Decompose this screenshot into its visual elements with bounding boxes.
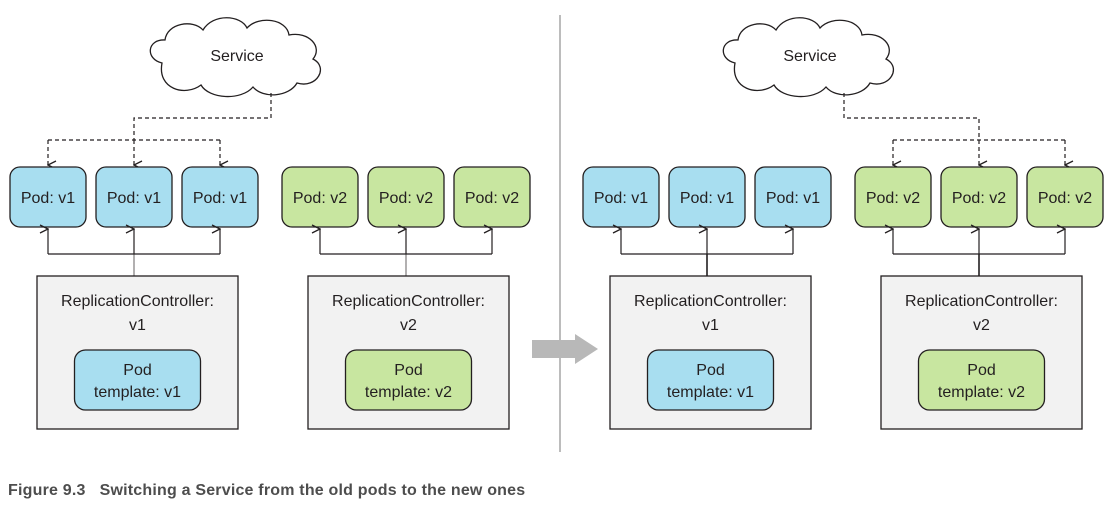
service-selector-lines — [843, 93, 1065, 165]
controller-pod-links — [893, 229, 1065, 276]
template-line-1: Pod — [123, 362, 151, 379]
controller-pod-links — [48, 229, 220, 276]
pod-v2: Pod: v2 — [1026, 166, 1104, 228]
template-line-2: template: v2 — [365, 384, 452, 401]
controller-title: ReplicationController: — [61, 293, 214, 310]
caption-text: Switching a Service from the old pods to… — [99, 482, 526, 499]
pod-template-v2: Pod template: v2 — [344, 349, 473, 411]
transition-arrow — [532, 334, 598, 364]
controller-title: ReplicationController: — [332, 293, 485, 310]
controller-pod-links — [621, 229, 793, 276]
pod-label: Pod: v2 — [465, 190, 519, 207]
pod-v1: Pod: v1 — [95, 166, 173, 228]
controller-pod-links — [320, 229, 492, 276]
pod-v2: Pod: v2 — [453, 166, 531, 228]
service-label: Service — [210, 48, 263, 65]
template-line-2: template: v1 — [94, 384, 181, 401]
pod-template-v1: Pod template: v1 — [646, 349, 775, 411]
pod-label: Pod: v1 — [193, 190, 247, 207]
service-cloud: Service — [722, 17, 894, 98]
pod-label: Pod: v2 — [866, 190, 920, 207]
template-line-1: Pod — [967, 362, 995, 379]
pod-label: Pod: v1 — [107, 190, 161, 207]
controller-version: v1 — [129, 317, 146, 334]
pod-v2: Pod: v2 — [367, 166, 445, 228]
template-line-1: Pod — [394, 362, 422, 379]
service-cloud: Service — [149, 17, 321, 98]
pod-v2: Pod: v2 — [854, 166, 932, 228]
pod-v1: Pod: v1 — [754, 166, 832, 228]
pod-v2: Pod: v2 — [281, 166, 359, 228]
figure-caption: Figure 9.3 Switching a Service from the o… — [8, 482, 525, 500]
service-label: Service — [783, 48, 836, 65]
pod-template-v1: Pod template: v1 — [73, 349, 202, 411]
pod-label: Pod: v1 — [21, 190, 75, 207]
controller-title: ReplicationController: — [634, 293, 787, 310]
pod-label: Pod: v2 — [293, 190, 347, 207]
pod-v1: Pod: v1 — [181, 166, 259, 228]
pod-label: Pod: v1 — [594, 190, 648, 207]
pod-label: Pod: v1 — [766, 190, 820, 207]
pod-v1: Pod: v1 — [582, 166, 660, 228]
controller-version: v1 — [702, 317, 719, 334]
template-line-2: template: v1 — [667, 384, 754, 401]
pod-label: Pod: v2 — [1038, 190, 1092, 207]
pod-v1: Pod: v1 — [668, 166, 746, 228]
controller-version: v2 — [973, 317, 990, 334]
figure-number: Figure 9.3 — [8, 482, 86, 499]
pod-label: Pod: v2 — [379, 190, 433, 207]
pod-v1: Pod: v1 — [9, 166, 87, 228]
service-selector-lines — [48, 93, 272, 165]
controller-title: ReplicationController: — [905, 293, 1058, 310]
pod-v2: Pod: v2 — [940, 166, 1018, 228]
pod-label: Pod: v2 — [952, 190, 1006, 207]
template-line-1: Pod — [696, 362, 724, 379]
pod-label: Pod: v1 — [680, 190, 734, 207]
controller-version: v2 — [400, 317, 417, 334]
template-line-2: template: v2 — [938, 384, 1025, 401]
pod-template-v2: Pod template: v2 — [917, 349, 1046, 411]
